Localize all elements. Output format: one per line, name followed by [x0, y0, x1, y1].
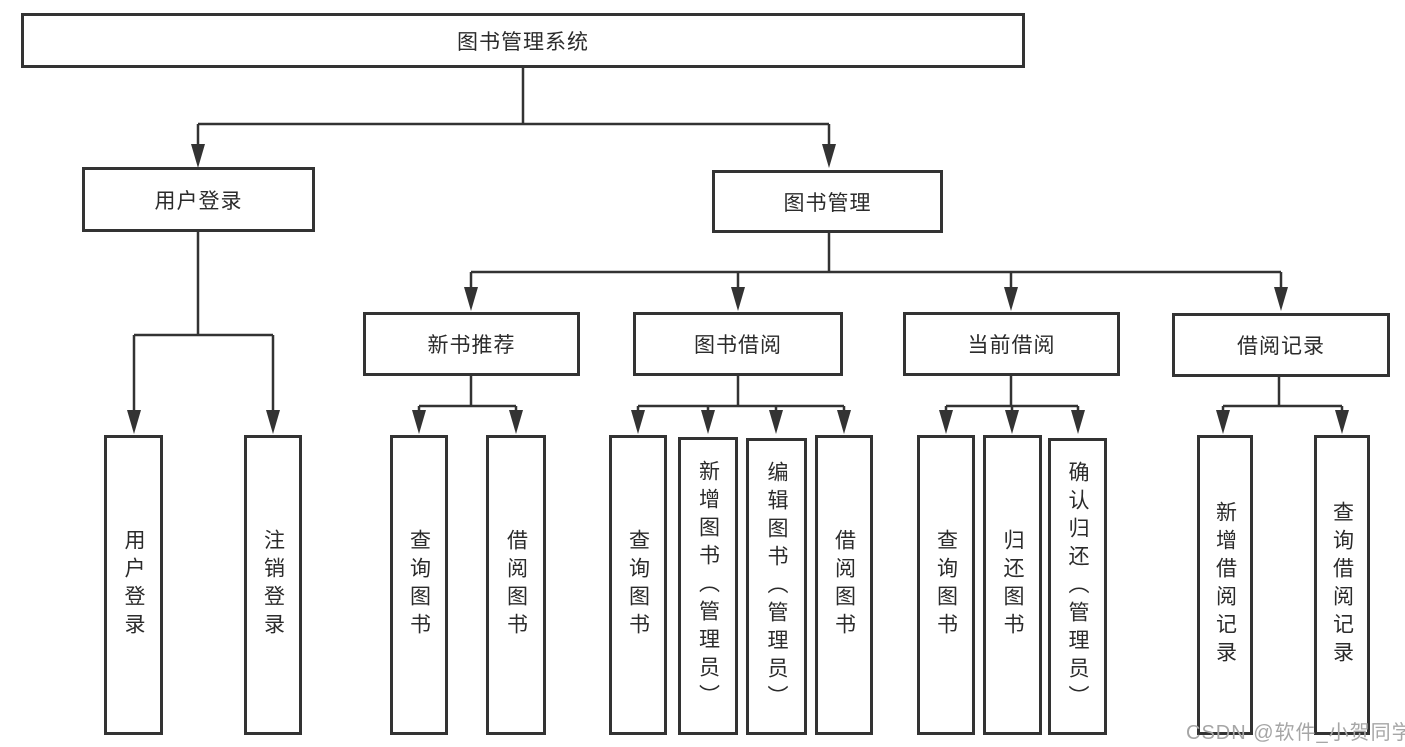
- node-user-login-leaf: 用户登录: [104, 435, 163, 735]
- node-book-borrowing: 图书借阅: [633, 312, 843, 376]
- node-query-borrow-record: 查询借阅记录: [1314, 435, 1370, 735]
- node-edit-books-admin: 编辑图书（管理员）: [746, 438, 807, 735]
- node-query-books-current: 查询图书: [917, 435, 975, 735]
- arrowhead-icon: [127, 410, 141, 434]
- arrowhead-icon: [701, 410, 715, 434]
- arrowhead-icon: [266, 410, 280, 434]
- arrowhead-icon: [769, 410, 783, 434]
- arrowhead-icon: [1071, 410, 1085, 434]
- node-borrow-books-borrowing: 借阅图书: [815, 435, 873, 735]
- node-query-books-recommend: 查询图书: [390, 435, 448, 735]
- node-borrow-books-recommend: 借阅图书: [486, 435, 546, 735]
- arrowhead-icon: [1216, 410, 1230, 434]
- node-logout-leaf: 注销登录: [244, 435, 302, 735]
- arrowhead-icon: [822, 144, 836, 168]
- arrowhead-icon: [1335, 410, 1349, 434]
- node-current-borrowing: 当前借阅: [903, 312, 1120, 376]
- arrowhead-icon: [1274, 287, 1288, 311]
- arrowhead-icon: [939, 410, 953, 434]
- arrowhead-icon: [191, 144, 205, 168]
- arrowhead-icon: [509, 410, 523, 434]
- node-return-books: 归还图书: [983, 435, 1042, 735]
- node-new-book-recommend: 新书推荐: [363, 312, 580, 376]
- node-confirm-return-admin: 确认归还（管理员）: [1048, 438, 1107, 735]
- arrowhead-icon: [731, 287, 745, 311]
- node-add-borrow-record: 新增借阅记录: [1197, 435, 1253, 735]
- node-add-books-admin: 新增图书（管理员）: [678, 437, 738, 735]
- node-book-management-system: 图书管理系统: [21, 13, 1025, 68]
- arrowhead-icon: [412, 410, 426, 434]
- watermark-text: CSDN @软件_小贺同学: [1186, 722, 1405, 744]
- node-user-login: 用户登录: [82, 167, 315, 232]
- node-borrowing-records: 借阅记录: [1172, 313, 1390, 377]
- arrowhead-icon: [631, 410, 645, 434]
- node-query-books-borrowing: 查询图书: [609, 435, 667, 735]
- arrowhead-icon: [1004, 287, 1018, 311]
- arrowhead-icon: [837, 410, 851, 434]
- arrowhead-icon: [1005, 410, 1019, 434]
- node-book-management: 图书管理: [712, 170, 943, 233]
- arrowhead-icon: [464, 287, 478, 311]
